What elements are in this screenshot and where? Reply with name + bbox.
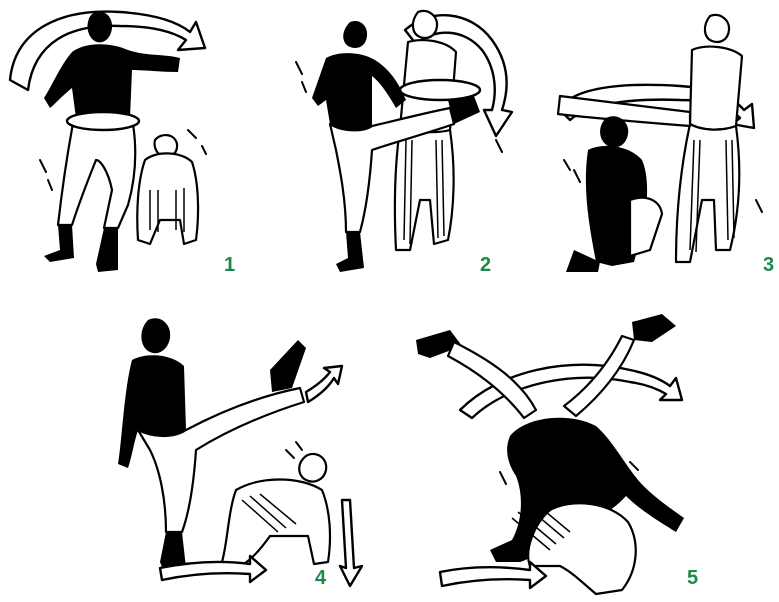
panel-number-3: 3: [763, 255, 774, 275]
panel-number-2: 2: [480, 255, 491, 275]
panel-3-illustration: [530, 0, 779, 285]
black-figure-head: [87, 12, 112, 43]
white-figure-head: [413, 11, 437, 38]
black-figure-head: [343, 21, 367, 48]
black-figure-torso: [44, 44, 180, 122]
black-figure-trousers: [630, 198, 662, 256]
white-figure-torso: [690, 47, 742, 130]
black-figure-left-foot: [44, 225, 74, 262]
motion-lines: [286, 442, 302, 458]
black-figure-head: [600, 116, 628, 147]
hip-turn-arrow: [67, 112, 139, 130]
black-figure-trousers: [58, 118, 135, 228]
white-figure-body: [222, 480, 330, 571]
white-figure-body: [528, 503, 635, 594]
panel-3: 3: [530, 0, 779, 285]
ground-arrow: [440, 562, 546, 588]
panel-1-illustration: [0, 0, 260, 285]
panel-2-illustration: [260, 0, 530, 285]
panel-4-illustration: [110, 300, 380, 602]
right-foot: [632, 314, 676, 342]
panel-5-illustration: [400, 300, 730, 602]
crouching-figure-body: [137, 153, 198, 244]
panel-number-4: 4: [315, 568, 326, 588]
panel-number-1: 1: [224, 255, 235, 275]
panel-5: 5: [400, 300, 730, 602]
kick-arrow: [306, 366, 342, 402]
black-figure-kicking-foot: [270, 340, 306, 392]
white-figure-legs: [676, 124, 739, 262]
white-figure-head: [705, 15, 729, 42]
panel-4: 4: [110, 300, 380, 602]
black-figure-standing-foot: [336, 232, 364, 272]
black-figure-right-foot: [96, 228, 118, 272]
panel-1: 1: [0, 0, 260, 285]
down-arrow: [340, 500, 362, 586]
panel-number-5: 5: [687, 568, 698, 588]
white-figure-head: [299, 454, 326, 482]
black-figure-torso: [312, 53, 406, 130]
panel-2: 2: [260, 0, 530, 285]
black-figure-head: [141, 318, 170, 353]
